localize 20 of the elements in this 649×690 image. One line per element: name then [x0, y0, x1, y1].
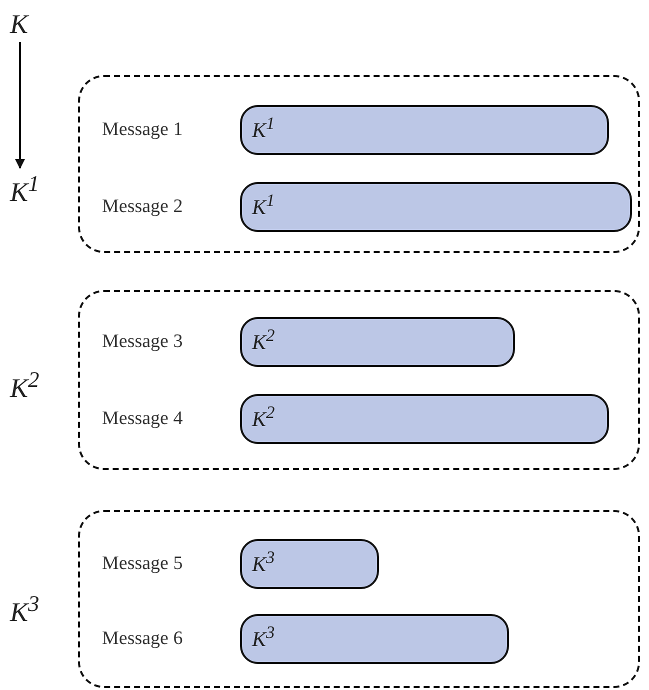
- dashed-group-frame: [78, 510, 640, 688]
- dashed-group-frame: [78, 290, 640, 470]
- message-label: Message 5: [102, 552, 183, 576]
- message-label: Message 2: [102, 195, 183, 219]
- message-label: Message 4: [102, 407, 183, 431]
- key-label: K$^{2}$: [10, 366, 40, 404]
- message-label: Message 3: [102, 330, 183, 354]
- message-label: Message 6: [102, 627, 183, 651]
- arrow: [15, 42, 25, 169]
- message-bar: K$^{3}$: [240, 614, 509, 664]
- message-bar: K$^{2}$: [240, 317, 515, 367]
- dashed-group-frame: [78, 75, 640, 253]
- message-bar: K$^{3}$: [240, 539, 379, 589]
- message-bar: K$^{2}$: [240, 394, 609, 444]
- key-label: K: [10, 8, 36, 42]
- key-label: K$^{3}$: [10, 590, 40, 628]
- key-label: K$^{1}$: [10, 168, 54, 204]
- message-label: Message 1: [102, 118, 183, 142]
- message-bar: K$^{1}$: [240, 105, 609, 155]
- message-bar: K$^{1}$: [240, 182, 632, 232]
